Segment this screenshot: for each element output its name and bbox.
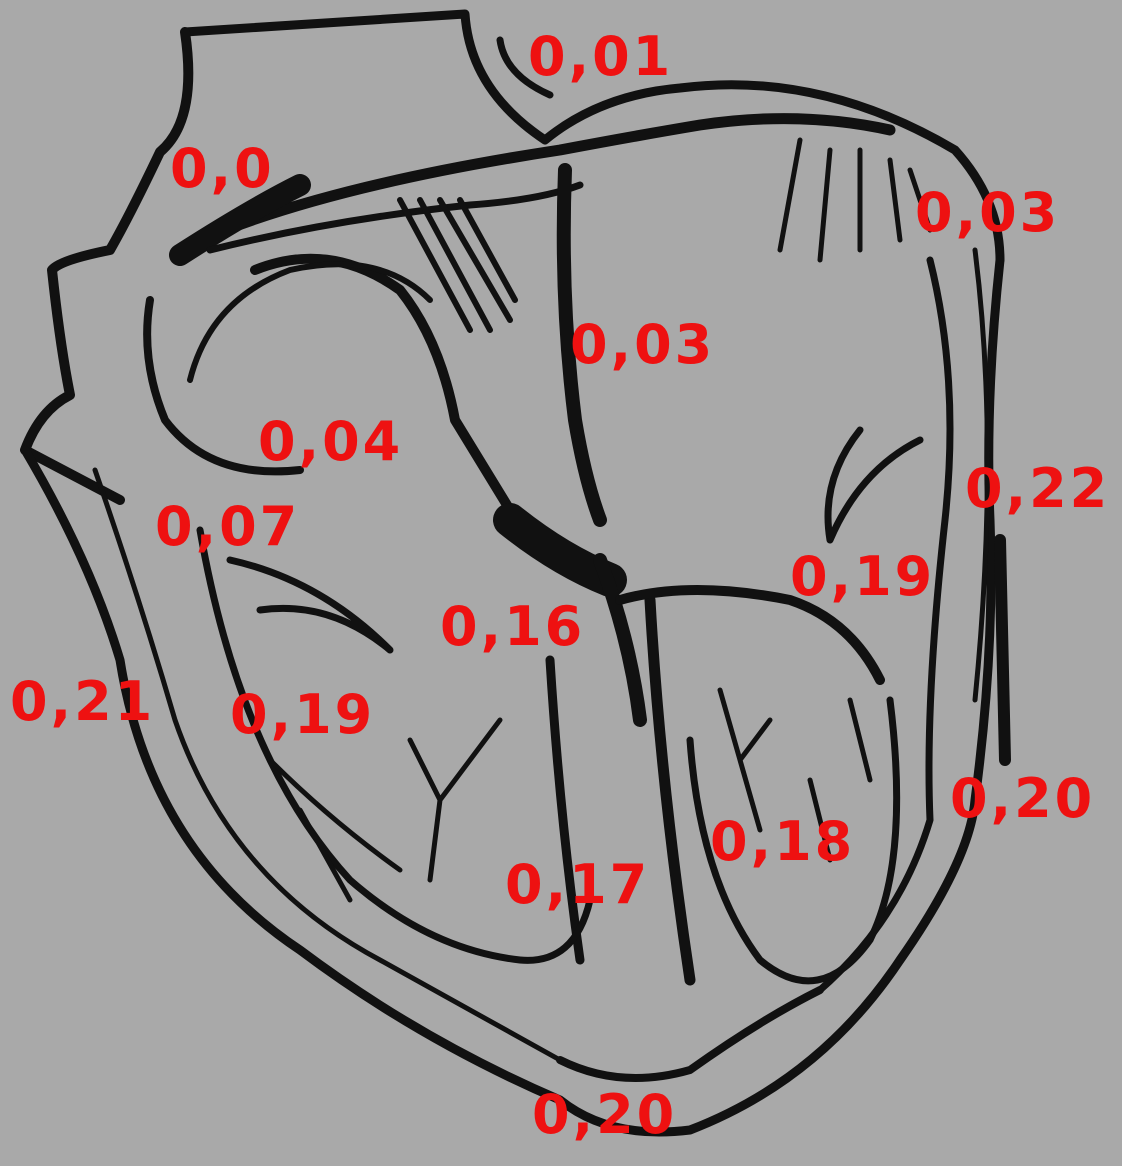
value-label: 0,16 [440, 600, 585, 654]
heart-outer-contour [25, 260, 1000, 1132]
apex-band [560, 990, 820, 1078]
purkinje-right-1 [720, 690, 770, 830]
purkinje-left-2 [270, 760, 400, 900]
value-label: 0,19 [230, 688, 375, 742]
value-label: 0,21 [10, 675, 155, 729]
value-label: 0,04 [258, 415, 403, 469]
moderator-band [230, 560, 390, 650]
right-atrium-outline [25, 32, 188, 500]
septum-dotted-right [650, 600, 690, 980]
value-label: 0,17 [505, 858, 650, 912]
value-label: 0,03 [570, 318, 715, 372]
purkinje-left-1 [410, 720, 500, 880]
value-label: 0,22 [965, 462, 1110, 516]
value-label: 0,0 [170, 142, 275, 196]
value-label: 0,19 [790, 550, 935, 604]
value-label: 0,01 [528, 30, 673, 84]
pericardial-strip [1000, 540, 1005, 760]
chordae-fibers [780, 140, 930, 260]
av-node [510, 520, 610, 580]
value-label: 0,03 [915, 186, 1060, 240]
value-label: 0,07 [155, 500, 300, 554]
value-label: 0,20 [950, 772, 1095, 826]
value-label: 0,18 [710, 815, 855, 869]
papillary-muscle [828, 430, 920, 540]
value-label: 0,20 [532, 1088, 677, 1142]
